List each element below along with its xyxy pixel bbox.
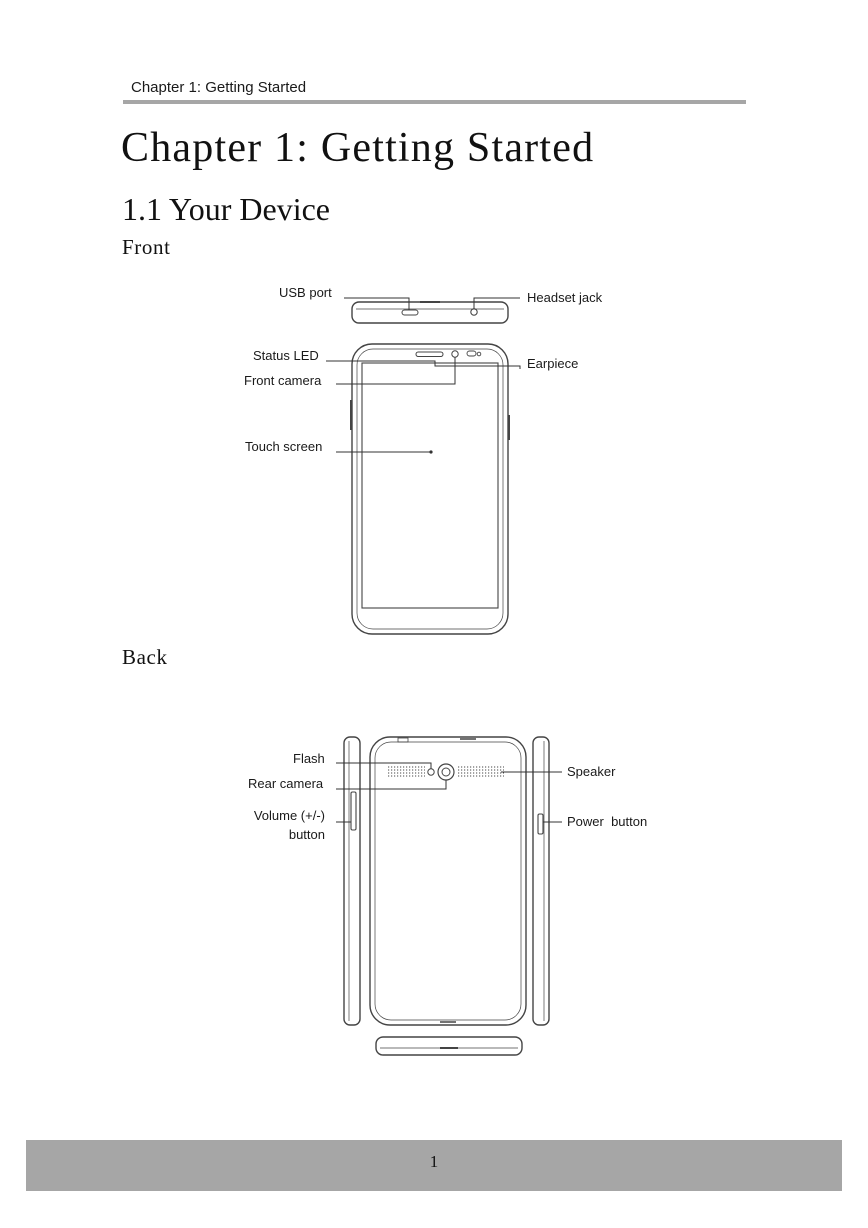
- footer-bar: [26, 1140, 842, 1191]
- label-power-button: Power button: [567, 814, 648, 829]
- touch-screen-dot: [429, 450, 433, 454]
- label-front-camera: Front camera: [244, 373, 322, 388]
- label-status-led: Status LED: [253, 348, 319, 363]
- phone-left-side: [343, 736, 361, 1026]
- label-usb-port: USB port: [279, 285, 332, 300]
- label-flash: Flash: [293, 751, 325, 766]
- front-heading: Front: [122, 235, 171, 259]
- phone-front: [350, 343, 510, 635]
- header-rule: [123, 100, 746, 104]
- label-earpiece: Earpiece: [527, 356, 579, 371]
- phone-top-edge: [351, 301, 509, 324]
- chapter-title: Chapter 1: Getting Started: [121, 125, 595, 171]
- label-touch-screen: Touch screen: [245, 439, 323, 454]
- back-heading: Back: [122, 645, 168, 669]
- page-number: 1: [429, 1152, 439, 1171]
- label-rear-camera: Rear camera: [248, 776, 324, 791]
- phone-bottom-edge: [375, 1036, 523, 1056]
- label-volume-button-line2: button: [288, 827, 325, 842]
- label-speaker: Speaker: [567, 764, 616, 779]
- callout-leaders: [326, 297, 562, 823]
- label-volume-button-line1: Volume (+/-): [253, 808, 325, 823]
- phone-right-side: [532, 736, 550, 1026]
- running-header: Chapter 1: Getting Started: [131, 79, 307, 96]
- section-title: 1.1 Your Device: [122, 191, 330, 227]
- label-headset-jack: Headset jack: [527, 290, 603, 305]
- phone-back: [369, 736, 527, 1026]
